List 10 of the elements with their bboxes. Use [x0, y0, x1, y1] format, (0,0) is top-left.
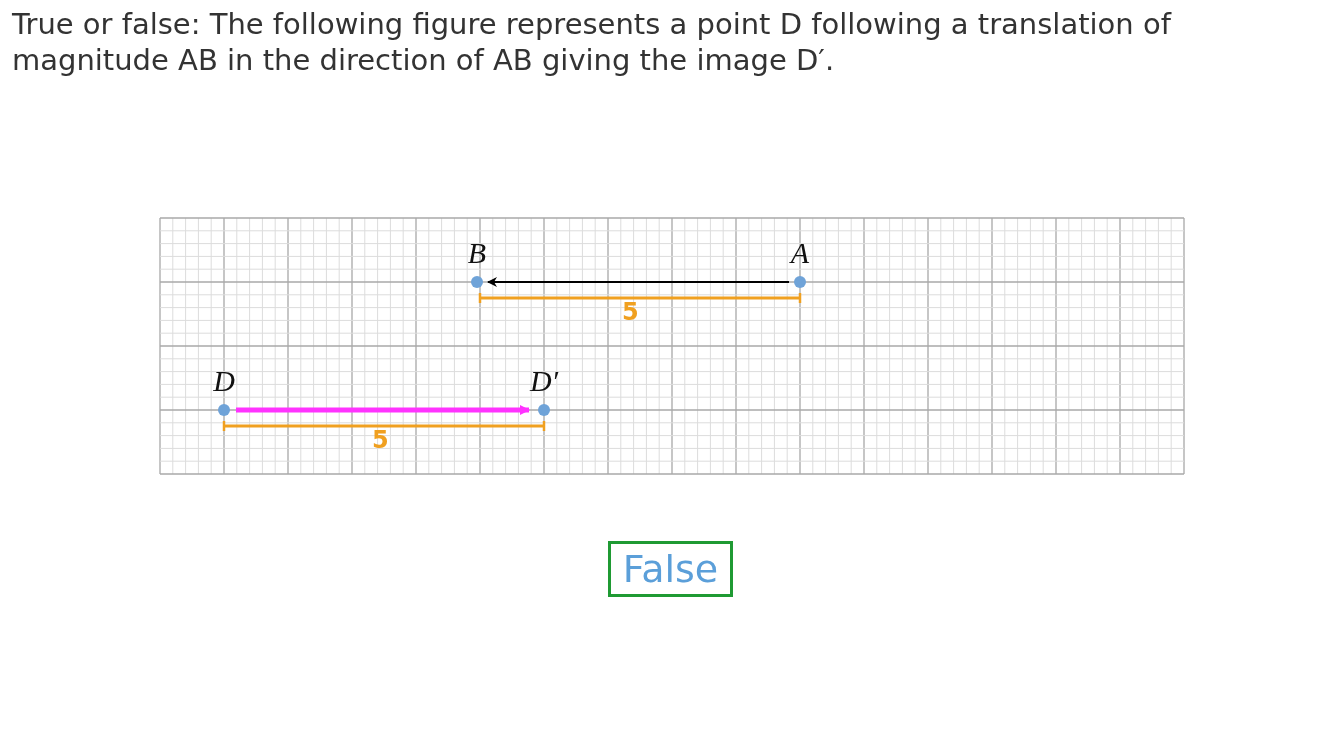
arrow	[487, 277, 790, 287]
point-label: B	[466, 236, 488, 270]
dimension-label: 5	[372, 426, 389, 454]
point-label: D	[212, 364, 236, 398]
dimension-label: 5	[622, 298, 639, 326]
point-label: A	[789, 236, 811, 270]
question-text: True or false: The following figure represents a point D following a translation of magnitude AB in the direction of AB giving the image D′.	[12, 6, 1173, 78]
answer-box: False	[608, 541, 733, 597]
point-label: D′	[529, 364, 559, 398]
arrow	[236, 405, 530, 415]
